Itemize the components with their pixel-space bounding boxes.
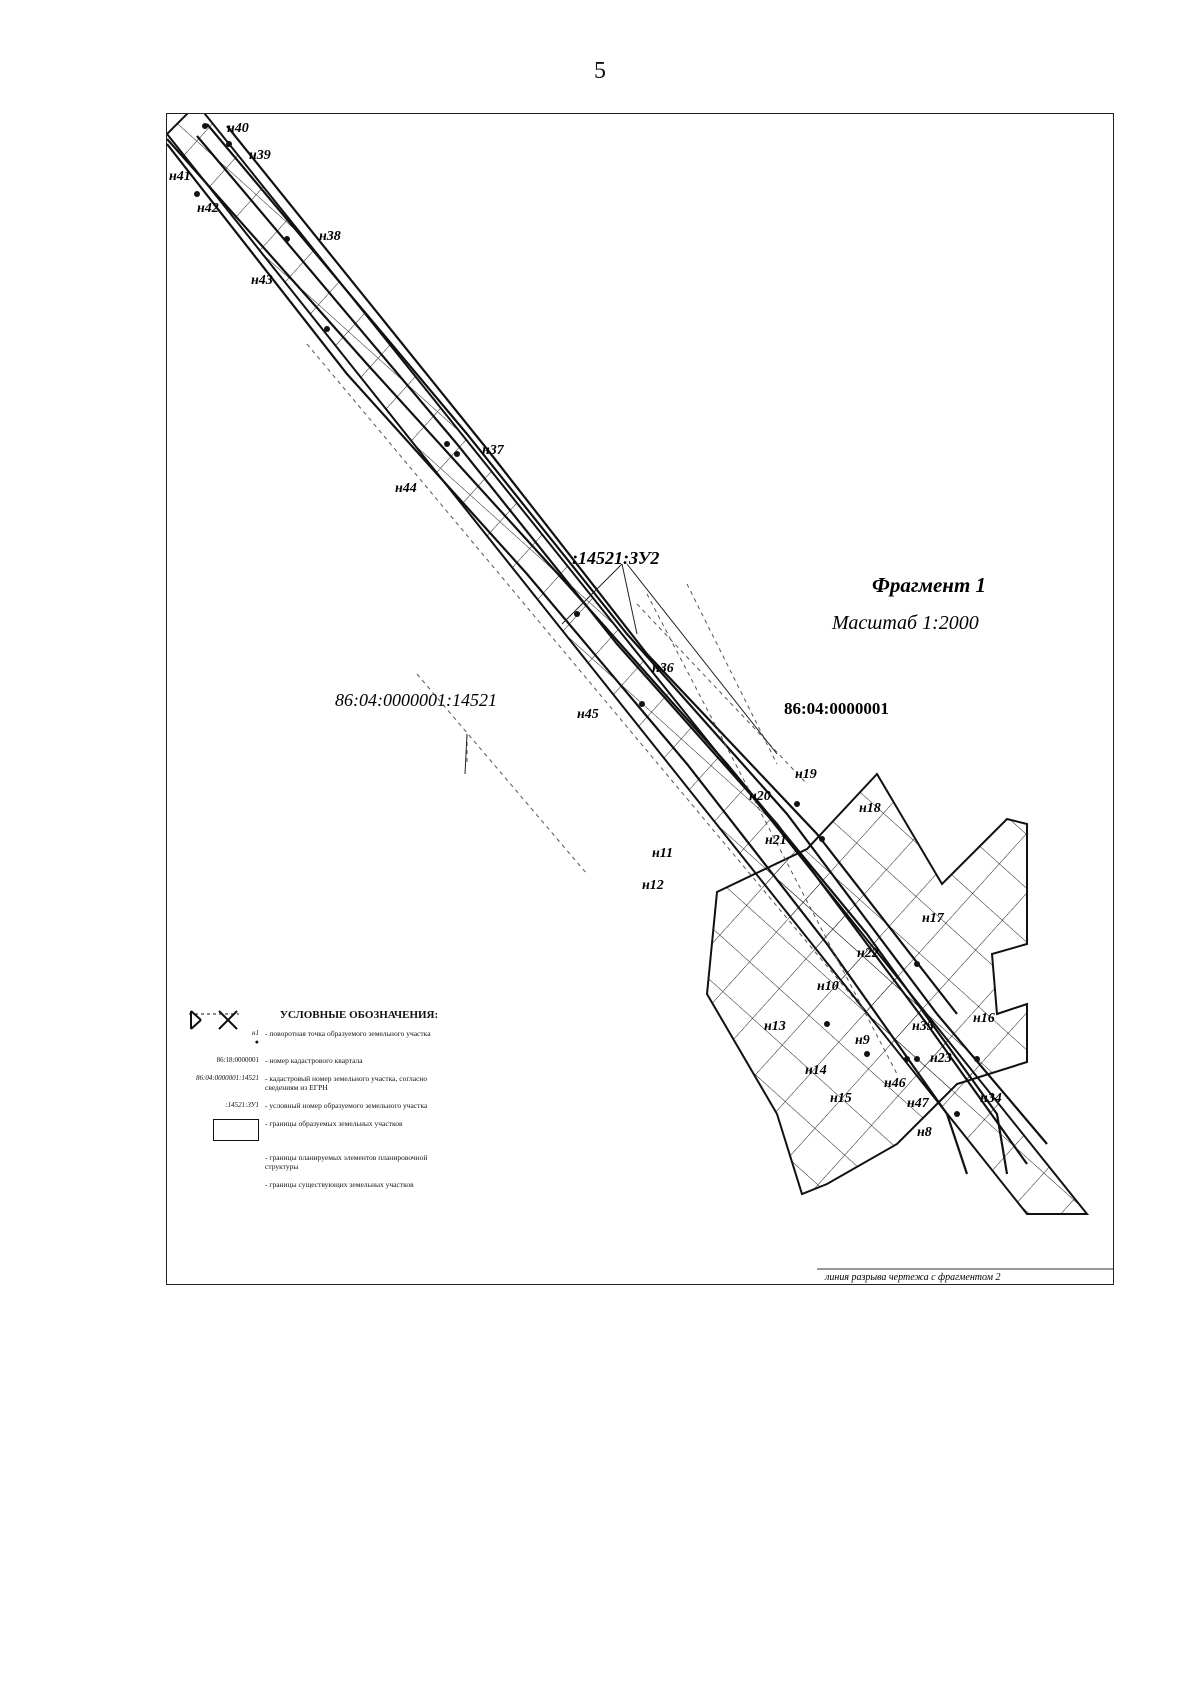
legend-item-new-boundaries: - границы образуемых земельных участков xyxy=(189,1119,489,1144)
legend-item-planning-boundaries: - границы планируемых элементов планиров… xyxy=(189,1010,489,1171)
break-line-caption: линия разрыва чертежа с фрагментом 2 xyxy=(824,1272,1001,1283)
dashed-line-icon xyxy=(189,1013,239,1015)
legend-symbol: :14521:ЗУ1 xyxy=(225,1101,259,1109)
planning-zone-block xyxy=(705,772,1028,1196)
point-label: н38 xyxy=(319,229,341,244)
cadastral-quarter-label: 86:04:0000001 xyxy=(784,699,889,718)
point-label: н19 xyxy=(795,767,817,782)
point-label: н18 xyxy=(859,801,881,816)
point-label: н46 xyxy=(884,1076,906,1091)
legend-text: - условный номер образуемого земельного … xyxy=(265,1101,428,1110)
point-label: н47 xyxy=(907,1096,930,1111)
legend-symbol: 86:04:0000001:14521 xyxy=(196,1074,259,1082)
legend-symbol xyxy=(189,1119,265,1144)
point-label: н34 xyxy=(980,1091,1002,1106)
legend-item-plot-id: :14521:ЗУ1 - условный номер образуемого … xyxy=(189,1101,489,1110)
point-label: н40 xyxy=(227,121,249,136)
point-labels: н40 н39 н41 н42 н38 н43 н37 н44 н36 н45 … xyxy=(169,121,1002,1140)
legend-text: - поворотная точка образуемого земельног… xyxy=(265,1029,431,1038)
point-label: н36 xyxy=(652,661,674,676)
point-label: н20 xyxy=(749,789,771,804)
legend-text: - границы существующих земельных участко… xyxy=(265,1180,414,1189)
point-label: н39 xyxy=(249,148,271,163)
scale-label: Масштаб 1:2000 xyxy=(831,612,979,634)
plot-label-leaders xyxy=(464,563,778,775)
rectangle-icon xyxy=(213,1119,259,1141)
legend-title: УСЛОВНЫЕ ОБОЗНАЧЕНИЯ: xyxy=(279,1009,439,1021)
legend-text: - номер кадастрового квартала xyxy=(265,1056,363,1065)
existing-parcel-boundaries xyxy=(306,343,898,1075)
point-label: н11 xyxy=(652,846,673,861)
point-label: н16 xyxy=(973,1011,995,1026)
turning-points xyxy=(194,123,980,1117)
point-label: н8 xyxy=(917,1125,932,1140)
legend-text: - кадастровый номер земельного участка, … xyxy=(265,1074,428,1092)
map-legend: УСЛОВНЫЕ ОБОЗНАЧЕНИЯ: н1● - поворотная т… xyxy=(189,1009,489,1198)
parcel-boundaries xyxy=(167,123,1048,1175)
point-label: н10 xyxy=(817,979,839,994)
point-label: н44 xyxy=(395,481,417,496)
point-label: н15 xyxy=(830,1091,852,1106)
point-label: н13 xyxy=(764,1019,786,1034)
point-label: н14 xyxy=(805,1063,827,1078)
point-label: н17 xyxy=(922,911,945,926)
point-label: н12 xyxy=(642,878,664,893)
cadastral-map-drawing: н40 н39 н41 н42 н38 н43 н37 н44 н36 н45 … xyxy=(167,114,1113,1283)
legend-symbol: 86:18:0000001 xyxy=(216,1056,259,1064)
point-label: н42 xyxy=(197,201,219,216)
legend-item-quarter-number: 86:18:0000001 - номер кадастрового кварт… xyxy=(189,1056,489,1065)
legend-item-turning-point: н1● - поворотная точка образуемого земел… xyxy=(189,1029,489,1047)
map-fragment: н40 н39 н41 н42 н38 н43 н37 н44 н36 н45 … xyxy=(166,113,1114,1285)
page-number: 5 xyxy=(594,58,606,84)
legend-item-existing-boundaries: - границы существующих земельных участко… xyxy=(189,1013,489,1189)
point-label: н41 xyxy=(169,169,191,184)
plot-id-label: :14521:ЗУ2 xyxy=(572,548,659,568)
point-label: н21 xyxy=(765,833,787,848)
point-label: н43 xyxy=(251,273,273,288)
point-label: н9 xyxy=(855,1033,870,1048)
fragment-title: Фрагмент 1 xyxy=(872,573,986,597)
legend-symbol: н1● xyxy=(252,1029,259,1046)
point-label: н37 xyxy=(482,443,505,458)
point-label: н35 xyxy=(912,1019,934,1034)
legend-item-parcel-number: 86:04:0000001:14521 - кадастровый номер … xyxy=(189,1074,489,1092)
point-label: н22 xyxy=(857,946,879,961)
parcel-number-label: 86:04:0000001:14521 xyxy=(335,690,497,710)
point-label: н23 xyxy=(930,1051,952,1066)
point-label: н45 xyxy=(577,707,599,722)
legend-text: - границы планируемых элементов планиров… xyxy=(265,1153,428,1171)
legend-text: - границы образуемых земельных участков xyxy=(265,1119,403,1128)
